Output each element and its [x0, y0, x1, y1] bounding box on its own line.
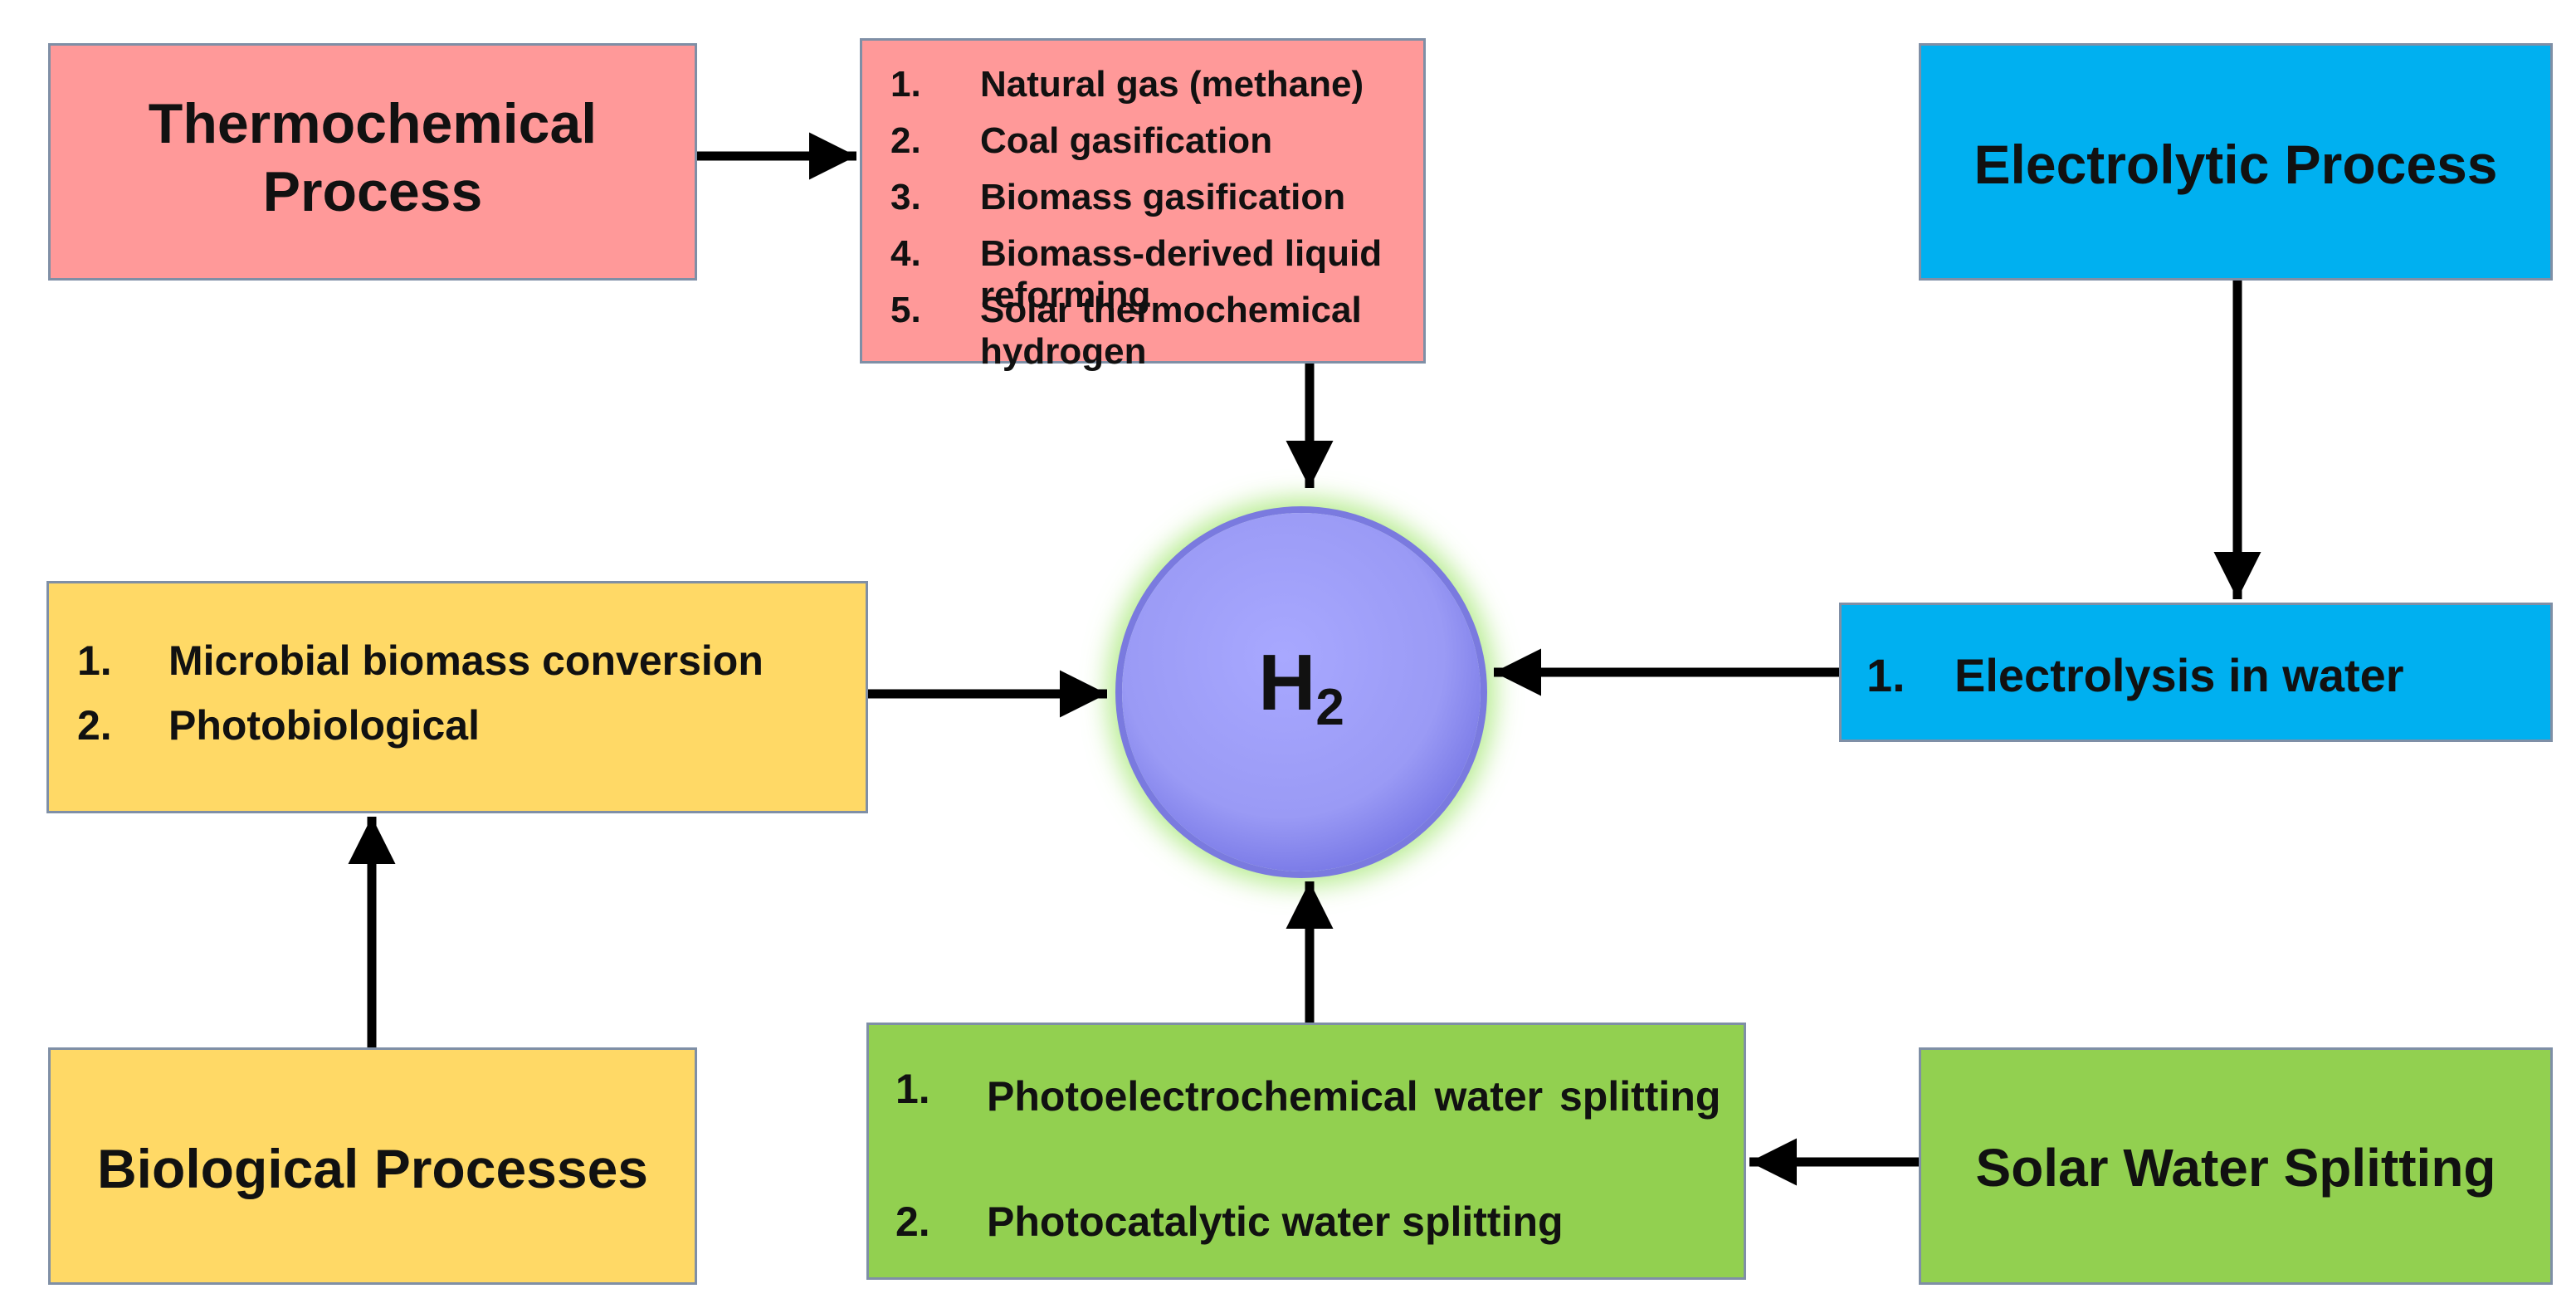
biological-methods-box: 1. Microbial biomass conversion 2. Photobi…: [46, 581, 868, 813]
item-text: Coal gasification: [980, 120, 1273, 161]
item-number: 4.: [890, 233, 921, 274]
solar-water-splitting-title: Solar Water Splitting: [1975, 1138, 2496, 1198]
item-text: Photobiological: [168, 702, 480, 749]
item-number: 1.: [890, 64, 921, 105]
item-number: 1.: [77, 637, 112, 684]
thermochemical-title-line-1: Thermochemical: [148, 92, 598, 155]
item-text: Electrolysis in water: [1954, 649, 2404, 701]
item-text: Biomass-derived liquid reforming: [980, 233, 1383, 315]
thermochemical-methods-list: 1. Natural gas (methane) 2. Coal gasificat…: [890, 64, 1422, 372]
item-text: Natural gas (methane): [980, 64, 1364, 105]
item-number: 2.: [895, 1198, 930, 1245]
item-number: 3.: [890, 177, 921, 217]
thermochemical-title-line-2: Process: [262, 159, 483, 223]
solar-methods-box: 1. Photoelectrochemical water splitting 2…: [866, 1023, 1746, 1280]
list-item: 1. Natural gas (methane): [890, 64, 1422, 120]
item-number: 1.: [1866, 649, 1905, 701]
list-item: 1. Photoelectrochemical water splitting: [895, 1065, 1725, 1198]
list-item: 4. Biomass-derived liquid reforming: [890, 233, 1422, 315]
thermochemical-process-box: Thermochemical Process: [48, 43, 697, 281]
biological-processes-title: Biological Processes: [97, 1138, 648, 1199]
thermochemical-methods-box: 1. Natural gas (methane) 2. Coal gasificat…: [860, 38, 1426, 372]
item-text: Solar thermochemical hydrogen: [980, 290, 1362, 372]
electrolytic-methods-list: 1. Electrolysis in water: [1866, 648, 2539, 702]
biological-processes-box: Biological Processes: [48, 1047, 697, 1285]
item-number: 2.: [77, 702, 112, 749]
list-item: 2. Coal gasification: [890, 120, 1422, 177]
item-text: Biomass gasification: [980, 177, 1346, 217]
list-item: 2. Photobiological: [77, 701, 857, 766]
hydrogen-subscript: 2: [1315, 679, 1344, 736]
electrolytic-process-title: Electrolytic Process: [1973, 134, 2498, 195]
electrolytic-process-box: Electrolytic Process: [1919, 43, 2553, 281]
hydrogen-symbol: H: [1258, 638, 1316, 727]
item-number: 5.: [890, 290, 921, 330]
thermochemical-process-title: Thermochemical Process: [51, 90, 695, 226]
list-item: 1. Electrolysis in water: [1866, 648, 2539, 702]
item-text: Photocatalytic water splitting: [987, 1198, 1564, 1245]
electrolytic-methods-box: 1. Electrolysis in water: [1839, 603, 2553, 742]
hydrogen-node: H2: [1122, 513, 1481, 871]
solar-methods-list: 1. Photoelectrochemical water splitting 2…: [895, 1065, 1725, 1246]
item-text: Microbial biomass conversion: [168, 637, 764, 684]
hydrogen-label: H2: [1122, 637, 1481, 737]
item-number: 1.: [895, 1066, 930, 1112]
list-item: 1. Microbial biomass conversion: [77, 637, 857, 701]
item-text: Photoelectrochemical water splitting: [987, 1073, 1721, 1120]
list-item: 5. Solar thermochemical hydrogen: [890, 290, 1422, 372]
list-item: 3. Biomass gasification: [890, 177, 1422, 233]
item-number: 2.: [890, 120, 921, 161]
biological-methods-list: 1. Microbial biomass conversion 2. Photobi…: [77, 637, 857, 766]
solar-water-splitting-box: Solar Water Splitting: [1919, 1047, 2553, 1285]
list-item: 2. Photocatalytic water splitting: [895, 1198, 1725, 1246]
